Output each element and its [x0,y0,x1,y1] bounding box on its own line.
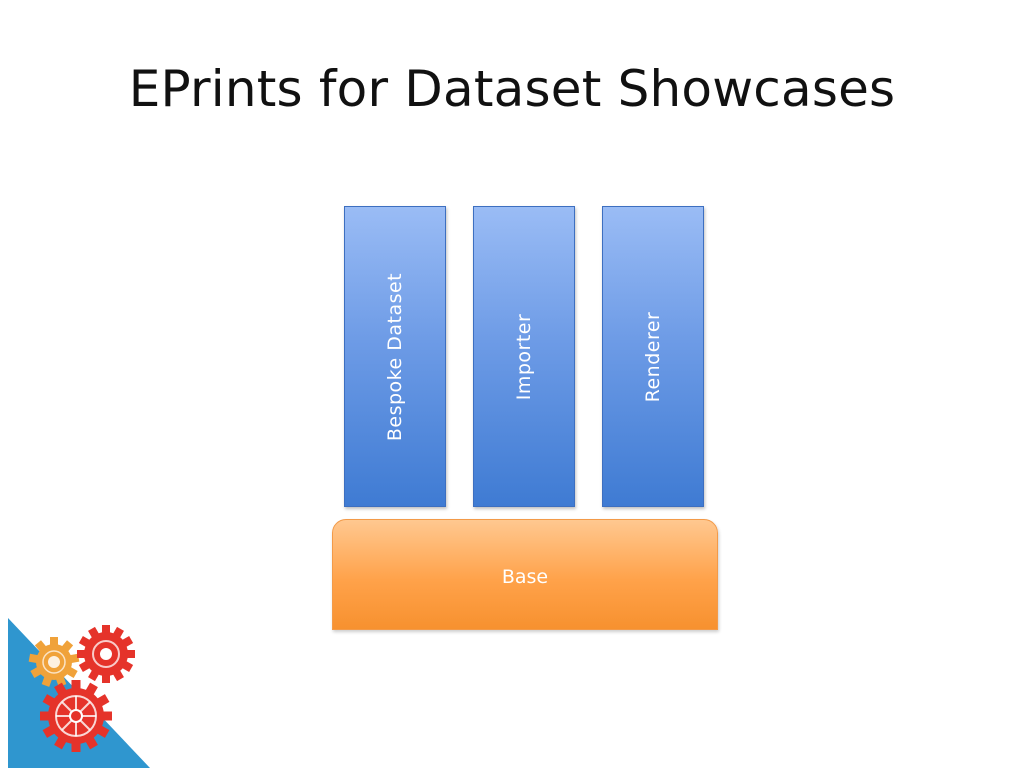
red-gear-large-icon [40,680,112,752]
pillar-label: Bespoke Dataset [384,272,406,441]
red-gear-icon [77,625,135,683]
pillar-importer: Importer [473,206,575,507]
pillar-label: Importer [513,313,535,400]
pillar-renderer: Renderer [602,206,704,507]
gears-logo-icon [8,618,150,768]
pillar-bespoke-dataset: Bespoke Dataset [344,206,446,507]
orange-gear-icon [28,637,80,687]
base-label: Base [501,566,549,588]
pillar-label: Renderer [642,311,664,402]
slide-title: EPrints for Dataset Showcases [128,60,896,118]
base-block: Base [332,519,718,630]
